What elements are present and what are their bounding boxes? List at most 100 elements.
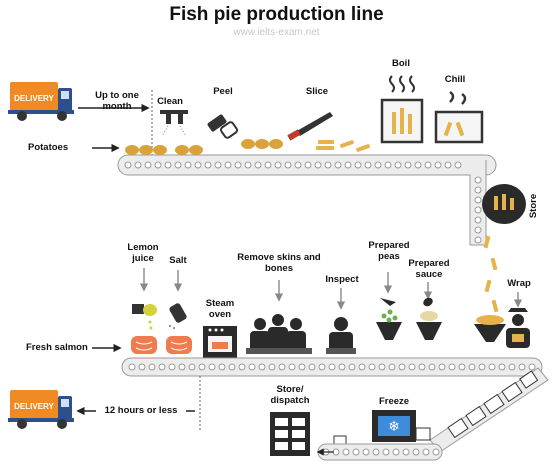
conveyor-roller bbox=[372, 448, 380, 456]
conveyor-roller bbox=[328, 363, 336, 371]
conveyor-roller bbox=[144, 161, 152, 169]
knife-icon bbox=[287, 112, 333, 141]
conveyor-roller bbox=[468, 363, 476, 371]
conveyor-roller bbox=[438, 363, 446, 371]
step-peel: Peel bbox=[213, 86, 233, 97]
conveyor-roller bbox=[214, 161, 222, 169]
conveyor-roller bbox=[474, 216, 482, 224]
step-salt: Salt bbox=[169, 255, 187, 266]
conveyor-roller bbox=[334, 161, 342, 169]
conveyor-roller bbox=[402, 448, 410, 456]
peeler-icon bbox=[207, 114, 238, 139]
conveyor-roller bbox=[204, 161, 212, 169]
delivery-truck-icon: DELIVERY bbox=[8, 82, 74, 121]
conveyor-roller bbox=[274, 161, 282, 169]
conveyor-roller bbox=[432, 448, 440, 456]
inspector-icon bbox=[326, 317, 356, 354]
conveyor-roller bbox=[254, 161, 262, 169]
delivery-label: DELIVERY bbox=[14, 94, 54, 103]
fresh-salmon-label: Fresh salmon bbox=[26, 342, 88, 353]
pie-bowl-icon bbox=[474, 315, 506, 342]
conveyor-roller bbox=[474, 196, 482, 204]
conveyor-roller bbox=[518, 363, 526, 371]
step-remove-skins: Remove skins and bones bbox=[237, 252, 321, 274]
conveyor-roller bbox=[338, 363, 346, 371]
conveyor-roller bbox=[474, 236, 482, 244]
boil-pot-icon bbox=[380, 75, 424, 144]
wait-label-dispatch: 12 hours or less bbox=[96, 405, 186, 416]
wrap-worker-icon bbox=[506, 308, 530, 348]
conveyor-roller bbox=[474, 226, 482, 234]
conveyor-roller bbox=[528, 363, 536, 371]
step-chill: Chill bbox=[444, 74, 466, 85]
conveyor-roller bbox=[278, 363, 286, 371]
step-boil: Boil bbox=[392, 58, 410, 69]
slice-icons bbox=[316, 140, 370, 152]
conveyor-roller bbox=[382, 448, 390, 456]
conveyor-roller bbox=[284, 161, 292, 169]
diagonal-conveyor bbox=[429, 367, 549, 453]
step-wrap: Wrap bbox=[507, 278, 531, 289]
pie-box-icons bbox=[333, 427, 431, 445]
conveyor-roller bbox=[498, 363, 506, 371]
conveyor-roller bbox=[248, 363, 256, 371]
steam-oven-icon bbox=[203, 326, 237, 358]
conveyor-roller bbox=[128, 363, 136, 371]
potatoes-label: Potatoes bbox=[28, 142, 69, 153]
conveyor-roller bbox=[488, 363, 496, 371]
conveyor-roller bbox=[208, 363, 216, 371]
conveyor-roller bbox=[348, 363, 356, 371]
bottom-conveyor bbox=[317, 443, 443, 461]
conveyor-roller bbox=[318, 363, 326, 371]
conveyor-roller bbox=[134, 161, 142, 169]
conveyor-roller bbox=[224, 161, 232, 169]
step-inspect: Inspect bbox=[325, 274, 359, 285]
step-freeze: Freeze bbox=[378, 396, 410, 407]
conveyor-roller bbox=[434, 161, 442, 169]
store-sack-icon bbox=[482, 184, 526, 224]
peas-hopper-icon bbox=[376, 298, 402, 340]
conveyor-roller bbox=[418, 363, 426, 371]
conveyor-roller bbox=[138, 363, 146, 371]
conveyor-roller bbox=[448, 363, 456, 371]
step-store: Store bbox=[528, 193, 539, 219]
step-arrows bbox=[139, 268, 523, 310]
conveyor-roller bbox=[364, 161, 372, 169]
conveyor-roller bbox=[314, 161, 322, 169]
conveyor-roller bbox=[308, 363, 316, 371]
conveyor-roller bbox=[398, 363, 406, 371]
conveyor-roller bbox=[454, 161, 462, 169]
conveyor-roller bbox=[478, 363, 486, 371]
conveyor-roller bbox=[444, 161, 452, 169]
conveyor-roller bbox=[342, 448, 350, 456]
conveyor-roller bbox=[258, 363, 266, 371]
conveyor-roller bbox=[294, 161, 302, 169]
conveyor-roller bbox=[394, 161, 402, 169]
conveyor-roller bbox=[288, 363, 296, 371]
conveyor-roller bbox=[362, 448, 370, 456]
conveyor-roller bbox=[422, 448, 430, 456]
conveyor-roller bbox=[168, 363, 176, 371]
conveyor-roller bbox=[178, 363, 186, 371]
conveyor-roller bbox=[458, 363, 466, 371]
conveyor-roller bbox=[392, 448, 400, 456]
conveyor-roller bbox=[344, 161, 352, 169]
conveyor-roller bbox=[154, 161, 162, 169]
conveyor-roller bbox=[148, 363, 156, 371]
step-clean: Clean bbox=[157, 96, 183, 107]
warehouse-icon bbox=[270, 412, 310, 456]
falling-slice-icons bbox=[483, 235, 499, 313]
top-conveyor bbox=[117, 154, 497, 176]
conveyor-roller bbox=[508, 363, 516, 371]
conveyor-roller bbox=[474, 206, 482, 214]
lemon-juice-icon bbox=[132, 304, 157, 330]
conveyor-roller bbox=[412, 448, 420, 456]
conveyor-roller bbox=[354, 161, 362, 169]
diagram-title: Fish pie production line bbox=[169, 4, 384, 25]
conveyor-roller bbox=[474, 176, 482, 184]
wait-label-potatoes: Up to one month bbox=[95, 90, 139, 112]
chill-bowl-icon bbox=[434, 90, 484, 144]
freezer-icon: ❄ bbox=[372, 410, 416, 442]
conveyor-roller bbox=[124, 161, 132, 169]
